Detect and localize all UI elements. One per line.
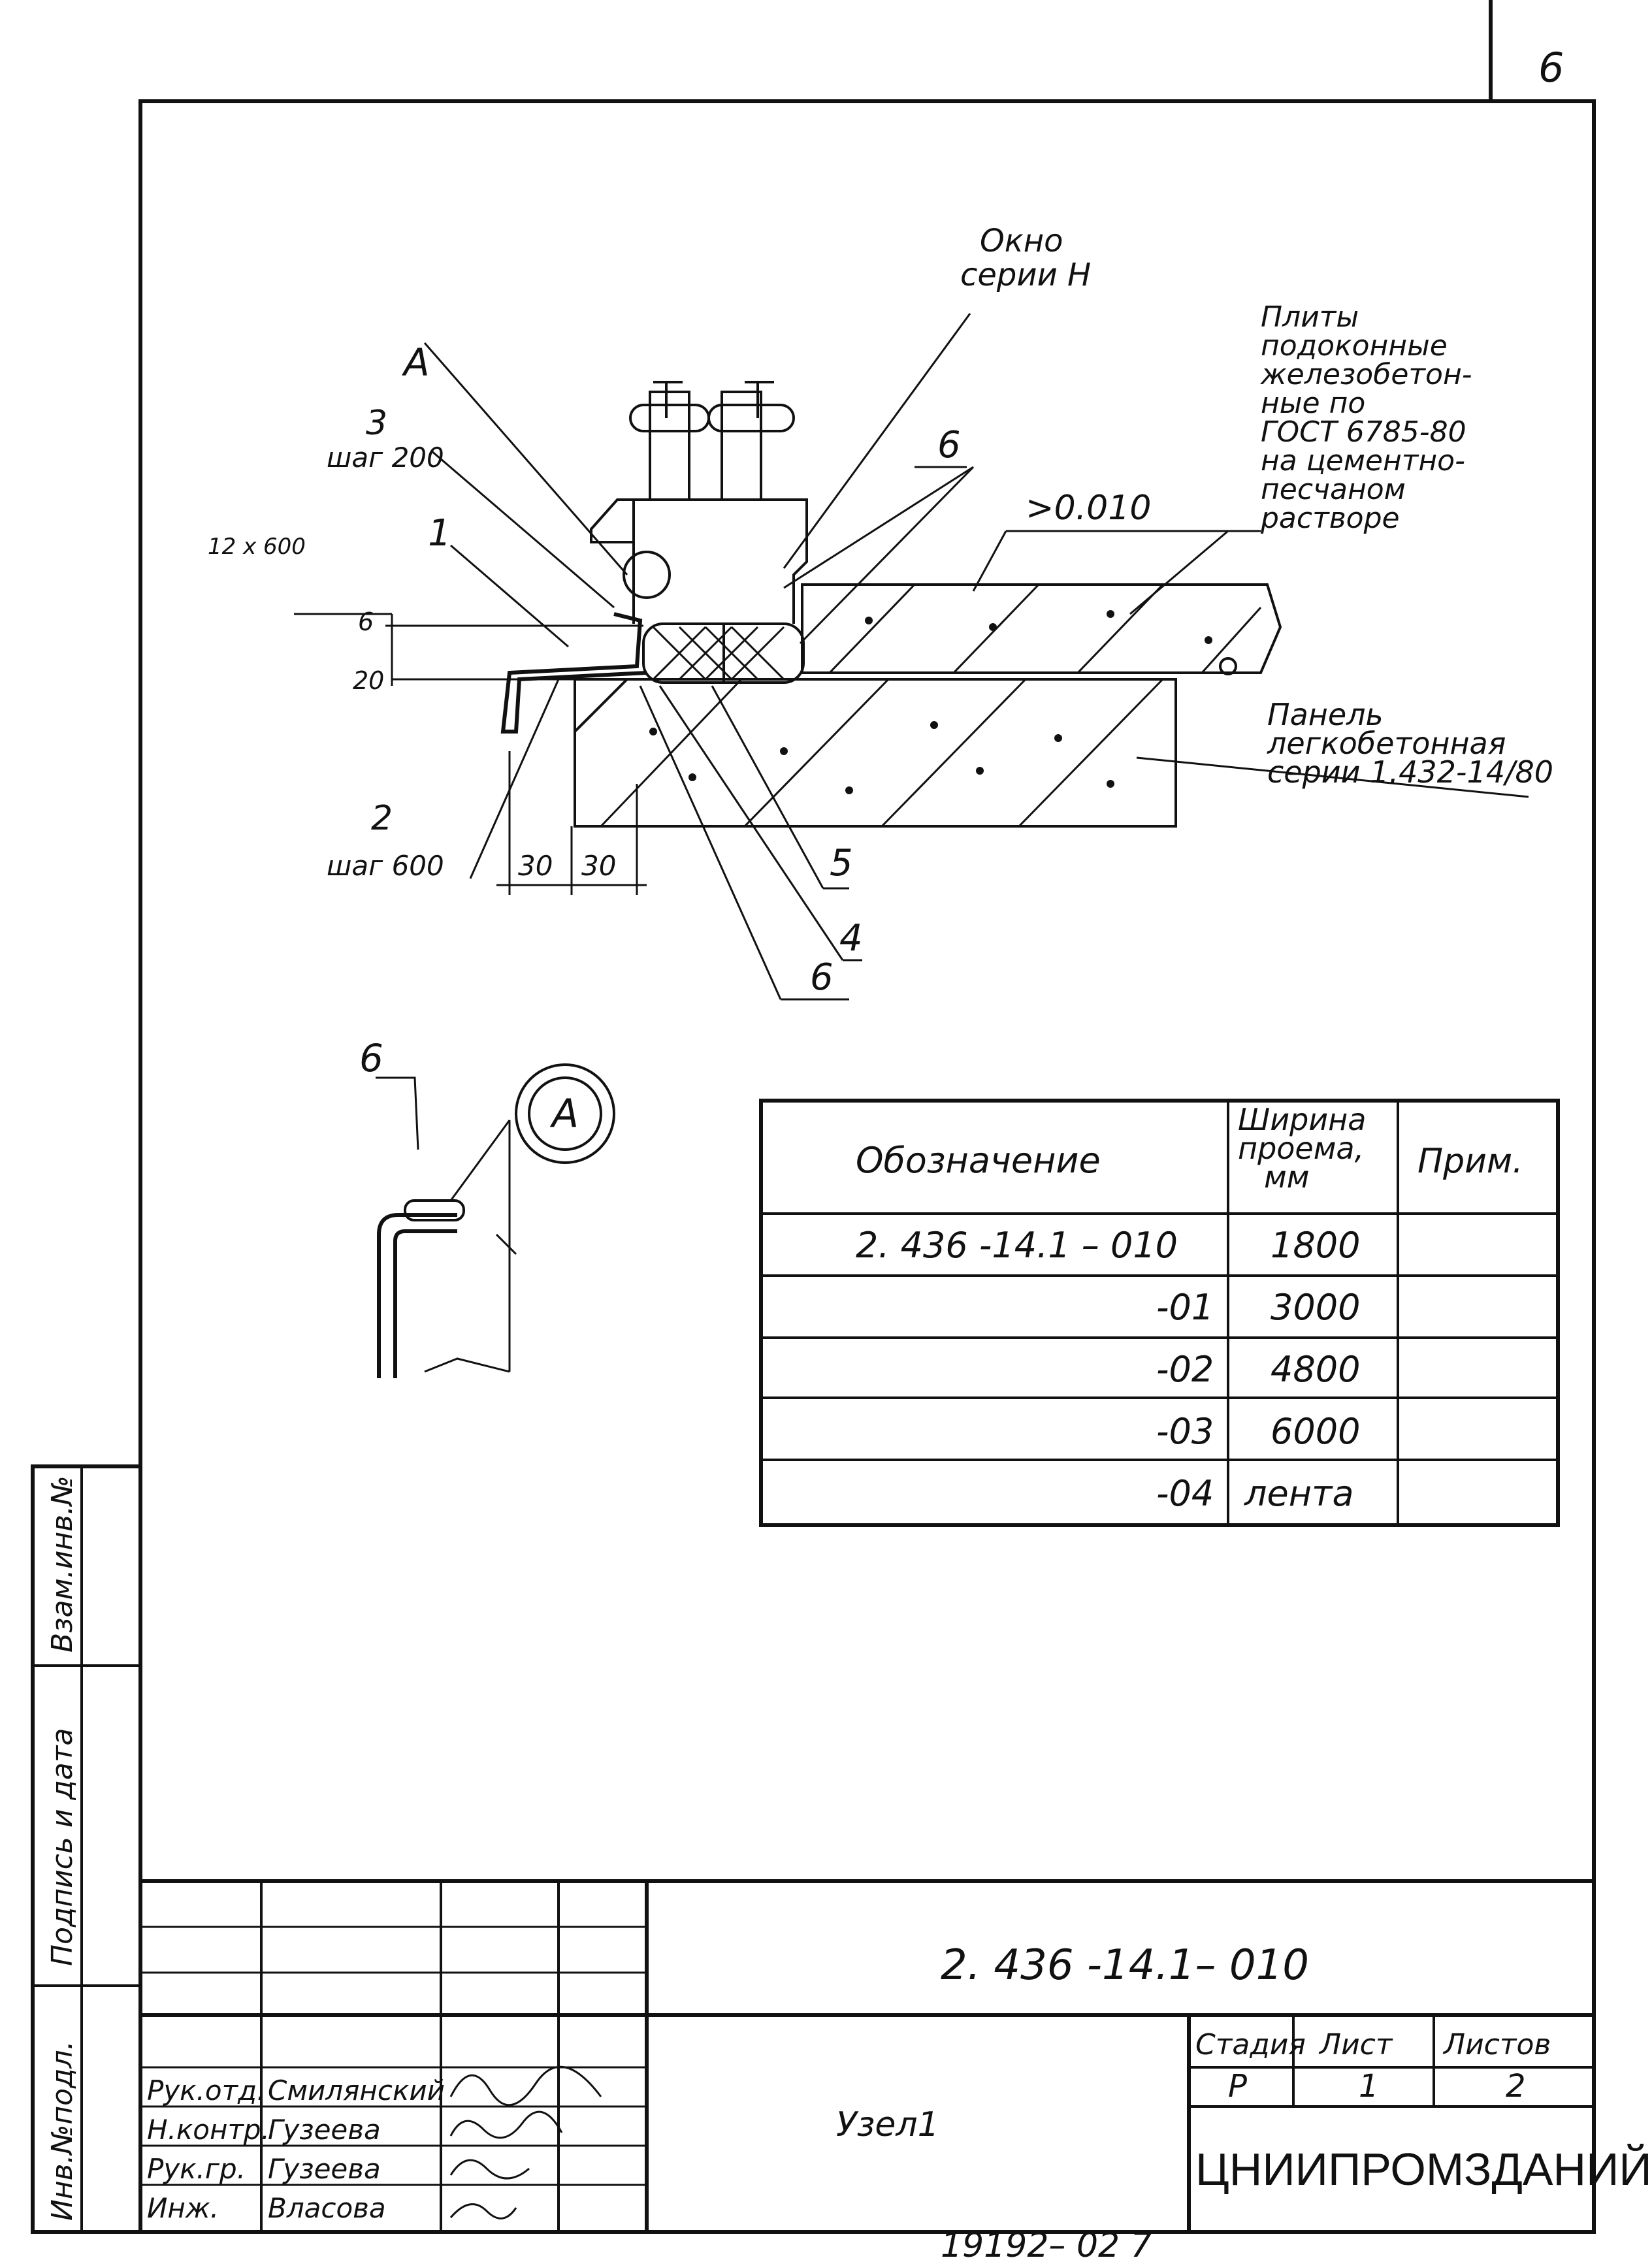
role-label: Н.контр.	[147, 2114, 270, 2146]
sheets-value: 2	[1506, 2068, 1526, 2105]
footer-number: 19192– 02 7	[941, 2226, 1152, 2260]
label-item-2-step: шаг 600	[327, 850, 444, 882]
sheet-value: 1	[1359, 2068, 1379, 2105]
stage-value: Р	[1228, 2068, 1247, 2105]
label-item-6-top: 6	[937, 424, 961, 466]
table-cell: -02	[1156, 1349, 1214, 1390]
table-cell: 6000	[1271, 1411, 1360, 1452]
stage-header: Стадия	[1195, 2028, 1306, 2061]
label-dim-30a: 30	[518, 850, 553, 882]
label-callout-a: А	[401, 340, 430, 385]
drawing-title: Узел1	[836, 2105, 939, 2144]
role-label: Рук.гр.	[147, 2153, 246, 2185]
table-cell: лента	[1244, 1473, 1354, 1514]
window-frame-profile	[590, 381, 808, 624]
label-item-3: 3	[366, 404, 387, 443]
table-cell: 1800	[1271, 1225, 1360, 1266]
label-dim-20: 20	[353, 666, 384, 695]
table-cell: -01	[1156, 1287, 1214, 1328]
table-cell: 2. 436 -14.1 – 010	[856, 1225, 1178, 1266]
concrete-panel	[574, 678, 1177, 828]
sheet-frame	[138, 0, 1596, 2234]
role-label: Рук.отд.	[147, 2074, 265, 2107]
label-item-6-bottom: 6	[810, 956, 834, 999]
sill-plate	[801, 583, 1282, 674]
label-item-4: 4	[839, 917, 863, 960]
page-number: 6	[1538, 44, 1564, 91]
sheets-header: Листов	[1442, 2028, 1551, 2061]
detail-mark: А	[549, 1091, 579, 1137]
label-item-5: 5	[830, 842, 853, 884]
label-dim-6: 6	[358, 607, 374, 636]
table-header-designation: Обозначение	[856, 1140, 1101, 1181]
table-header-note: Прим.	[1417, 1142, 1523, 1181]
label-dim-30b: 30	[581, 850, 616, 882]
drip-flashing	[500, 612, 647, 734]
label-item-1: 1	[428, 512, 451, 555]
label-dim-nail: 12 х 600	[208, 534, 306, 560]
label-item-2: 2	[371, 799, 393, 838]
person-name: Смилянский	[268, 2074, 445, 2107]
title-block: 2. 436 -14.1– 010 Узел1 Рук.отд. Н.контр…	[140, 1879, 1652, 2232]
label-item-3-step: шаг 200	[327, 442, 444, 474]
label-level: >0.010	[1026, 489, 1151, 528]
side-stamp: Инв.№подл. Подпись и дата Взам.инв.№	[31, 1464, 142, 2234]
section-drawing	[294, 313, 1529, 1001]
sheet-header: Лист	[1318, 2028, 1393, 2061]
side-stamp-sign: Подпись и дата	[46, 1728, 79, 1966]
table-cell: -03	[1156, 1411, 1214, 1452]
document-code: 2. 436 -14.1– 010	[941, 1941, 1309, 1990]
person-name: Гузеева	[268, 2114, 381, 2146]
person-name: Власова	[268, 2192, 386, 2224]
table-cell: 4800	[1271, 1349, 1360, 1390]
table-cell: 3000	[1271, 1287, 1360, 1328]
signatures	[449, 2065, 602, 2220]
detail-a: А 6	[359, 1036, 615, 1378]
side-stamp-inv: Инв.№подл.	[46, 2041, 79, 2221]
label-item-6-detail: 6	[359, 1036, 383, 1080]
callout-a-circle	[623, 551, 671, 599]
role-label: Инж.	[147, 2192, 219, 2224]
side-stamp-replace: Взам.инв.№	[46, 1476, 79, 1653]
table-cell: -04	[1156, 1473, 1214, 1514]
person-name: Гузеева	[268, 2153, 381, 2185]
organization: ЦНИИПРОМЗДАНИЙ	[1195, 2143, 1652, 2195]
